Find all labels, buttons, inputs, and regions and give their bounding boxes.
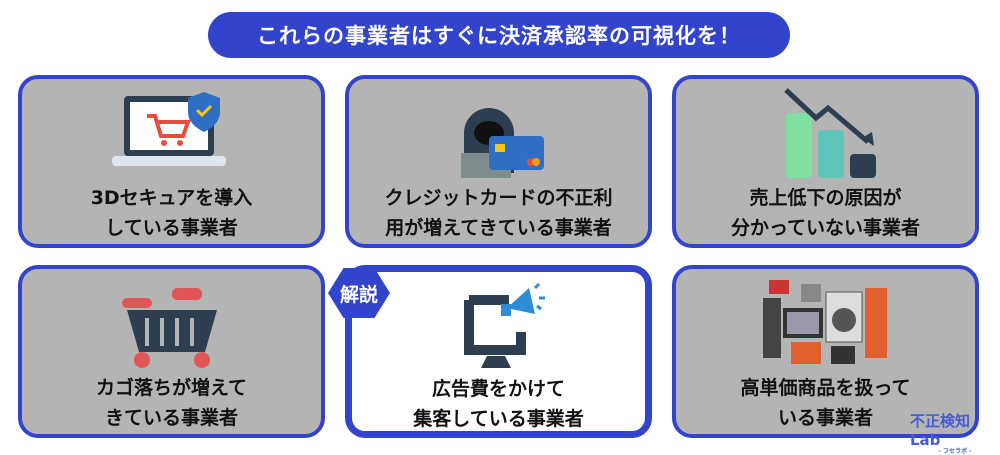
card-title-line: 用が増えてきている事業者 xyxy=(385,217,612,239)
card-title-line: 高単価商品を扱って xyxy=(740,377,911,399)
card-3d-secure: 3Dセキュアを導入している事業者 xyxy=(18,75,325,248)
declining-chart-icon xyxy=(766,87,886,179)
card-title-line: 集客している事業者 xyxy=(413,408,584,430)
card-title-line: 広告費をかけて xyxy=(431,378,565,400)
laptop-cart-shield-icon xyxy=(111,87,232,179)
card-title-line: いる事業者 xyxy=(777,407,873,429)
card-title-line: きている事業者 xyxy=(104,407,238,429)
card-title-line: 3Dセキュアを導入 xyxy=(90,187,253,209)
logo: 不正検知Lab- フセラボ - xyxy=(910,410,1000,455)
card-title-line: カゴ落ちが増えて xyxy=(95,377,248,399)
shopping-basket-icon xyxy=(112,277,232,369)
card-cart-abandonment: カゴ落ちが増えてきている事業者 xyxy=(18,265,325,438)
logo-text: 不正検知Lab xyxy=(910,412,971,449)
card-title-line: している事業者 xyxy=(105,217,238,239)
explanation-badge: 解説 xyxy=(328,268,390,318)
card-sales-decline: 売上低下の原因が分かっていない事業者 xyxy=(672,75,979,248)
card-card-fraud: クレジットカードの不正利用が増えてきている事業者 xyxy=(345,75,652,248)
card-title-line: クレジットカードの不正利 xyxy=(384,187,613,209)
card-title-line: 分かっていない事業者 xyxy=(730,217,921,239)
appliances-icon xyxy=(761,277,891,369)
card-title-line: 売上低下の原因が xyxy=(749,187,902,209)
hacker-credit-card-icon xyxy=(439,87,559,179)
card-high-price-products: 高単価商品を扱っている事業者 xyxy=(672,265,979,438)
monitor-megaphone-icon xyxy=(439,280,559,370)
card-advertising: 広告費をかけて集客している事業者 xyxy=(345,265,652,438)
page-title: これらの事業者はすぐに決済承認率の可視化を！ xyxy=(208,12,790,58)
